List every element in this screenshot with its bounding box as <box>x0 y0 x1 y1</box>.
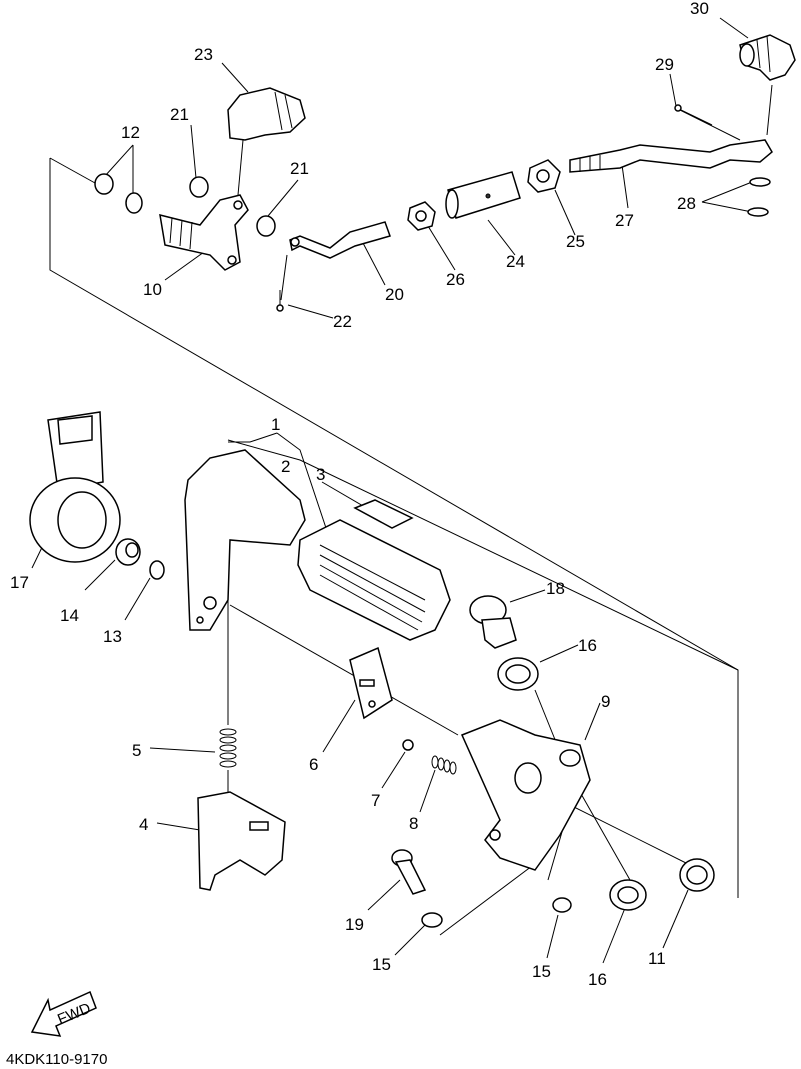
part-25-nut <box>527 159 561 193</box>
part-27-rod <box>569 139 773 173</box>
part-10-lever <box>159 194 249 271</box>
callout-17: 17 <box>10 573 29 592</box>
part-26-nut <box>407 201 436 231</box>
callout-16-lower: 16 <box>588 970 607 989</box>
callout-15-left: 15 <box>372 955 391 974</box>
callout-19: 19 <box>345 915 364 934</box>
callout-21-right: 21 <box>290 159 309 178</box>
part-11-seal <box>679 858 715 892</box>
callout-14: 14 <box>60 606 79 625</box>
part-30-boot <box>739 34 796 81</box>
callout-12: 12 <box>121 123 140 142</box>
reference-lines <box>49 84 773 936</box>
fwd-label: FWD <box>55 1000 93 1029</box>
callout-18: 18 <box>546 579 565 598</box>
part-2-grip <box>297 519 451 641</box>
callout-23: 23 <box>194 45 213 64</box>
part-8-spring <box>431 755 457 775</box>
fwd-arrow-icon: FWD <box>30 990 97 1037</box>
part-29-pin <box>674 104 713 126</box>
callout-30: 30 <box>690 0 709 18</box>
part-16-seal-upper <box>497 657 539 691</box>
callout-24: 24 <box>506 252 525 271</box>
callout-29: 29 <box>655 55 674 74</box>
part-22-pin <box>276 290 284 312</box>
part-5-spring <box>219 728 237 768</box>
callout-20: 20 <box>385 285 404 304</box>
callout-9: 9 <box>601 692 610 711</box>
callout-6: 6 <box>309 755 318 774</box>
part-16-seal-lower <box>609 879 647 911</box>
callout-15-right: 15 <box>532 962 551 981</box>
callout-5: 5 <box>132 741 141 760</box>
callout-8: 8 <box>409 814 418 833</box>
callout-22: 22 <box>333 312 352 331</box>
part-4-block <box>197 791 286 891</box>
part-23-cover <box>227 87 306 141</box>
callout-7: 7 <box>371 791 380 810</box>
part-12-washers <box>94 173 143 214</box>
part-20-rod <box>289 221 391 259</box>
part-6-plate <box>349 646 393 720</box>
part-28-washers <box>747 177 771 217</box>
callout-10: 10 <box>143 280 162 299</box>
callout-4: 4 <box>139 815 148 834</box>
part-14-collar <box>115 538 141 566</box>
part-19-bolt <box>391 849 427 895</box>
callout-3: 3 <box>316 465 325 484</box>
part-18-bolt <box>469 595 517 649</box>
callout-2: 2 <box>281 457 290 476</box>
leader-lines <box>31 17 753 964</box>
part-17-housing <box>29 411 121 563</box>
callout-labels: 30 29 23 12 21 21 10 20 22 26 24 25 27 2… <box>10 0 709 989</box>
callout-27: 27 <box>615 211 634 230</box>
part-9-bracket <box>460 719 591 871</box>
part-24-sleeve <box>445 171 521 219</box>
part-7-ball <box>402 739 414 751</box>
part-21-washers <box>189 176 276 237</box>
callout-1: 1 <box>271 415 280 434</box>
part-13-washer <box>149 560 165 580</box>
part-15-washers <box>421 897 572 928</box>
part-3-label <box>353 499 414 529</box>
callout-28: 28 <box>677 194 696 213</box>
callout-13: 13 <box>103 627 122 646</box>
callout-25: 25 <box>566 232 585 251</box>
part-code: 4KDK110-9170 <box>6 1051 107 1068</box>
callout-21-left: 21 <box>170 105 189 124</box>
callout-16-upper: 16 <box>578 636 597 655</box>
callout-26: 26 <box>446 270 465 289</box>
part-1-lever-body <box>184 449 306 631</box>
callout-11: 11 <box>648 949 666 968</box>
